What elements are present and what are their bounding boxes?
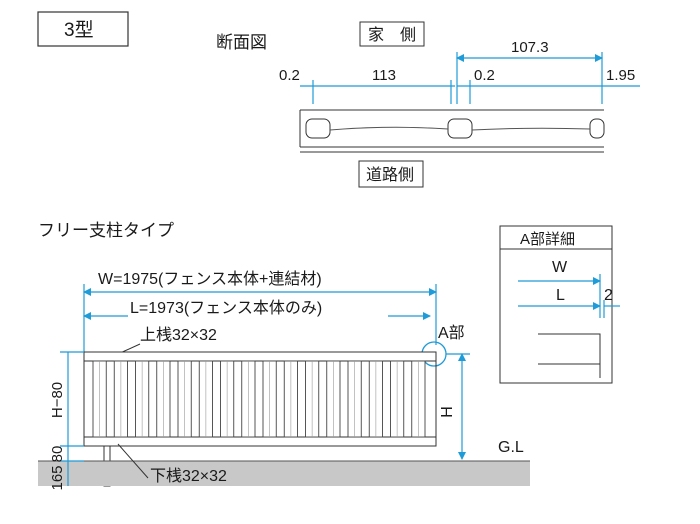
h-label: H xyxy=(439,406,456,418)
ground xyxy=(38,461,530,486)
title-box xyxy=(37,11,129,47)
section-label: 断面図 xyxy=(216,33,267,52)
dim-d5: 1.95 xyxy=(606,67,635,84)
title-box-label: 3型 xyxy=(64,19,94,41)
road-side-label: 道路側 xyxy=(366,166,414,184)
road-side-box xyxy=(358,160,424,188)
gl-label: G.L xyxy=(498,439,524,456)
fence-panel xyxy=(83,351,437,447)
bottom-rail-label: 下桟32×32 xyxy=(150,467,227,485)
detail-w-label: W xyxy=(552,259,568,276)
l-label: L=1973(フェンス本体のみ) xyxy=(130,299,322,317)
fence-slats xyxy=(92,360,426,438)
bottom-rail-leader xyxy=(117,443,149,479)
dim-d3: 0.2 xyxy=(474,67,495,84)
a-part-label: A部 xyxy=(438,324,465,342)
left-dim-b: 80 xyxy=(49,446,66,463)
dim-d1: 0.2 xyxy=(279,67,300,84)
house-side-box xyxy=(359,21,425,47)
left-dim-c: 165 xyxy=(49,465,66,490)
section-profile xyxy=(299,109,605,153)
detail-title: A部詳細 xyxy=(520,231,575,248)
left-dim-a: H−80 xyxy=(49,382,66,418)
detail-num-label: 2 xyxy=(604,287,613,304)
dim-d4: 107.3 xyxy=(511,39,549,56)
top-rail-label: 上桟32×32 xyxy=(140,326,217,344)
house-side-label: 家 側 xyxy=(368,26,416,44)
w-label: W=1975(フェンス本体+連結材) xyxy=(98,270,322,288)
fence-type-label: フリー支柱タイプ xyxy=(38,221,174,240)
detail-l-label: L xyxy=(556,287,565,304)
detail-box xyxy=(499,225,613,384)
dim-d2: 113 xyxy=(372,67,396,84)
